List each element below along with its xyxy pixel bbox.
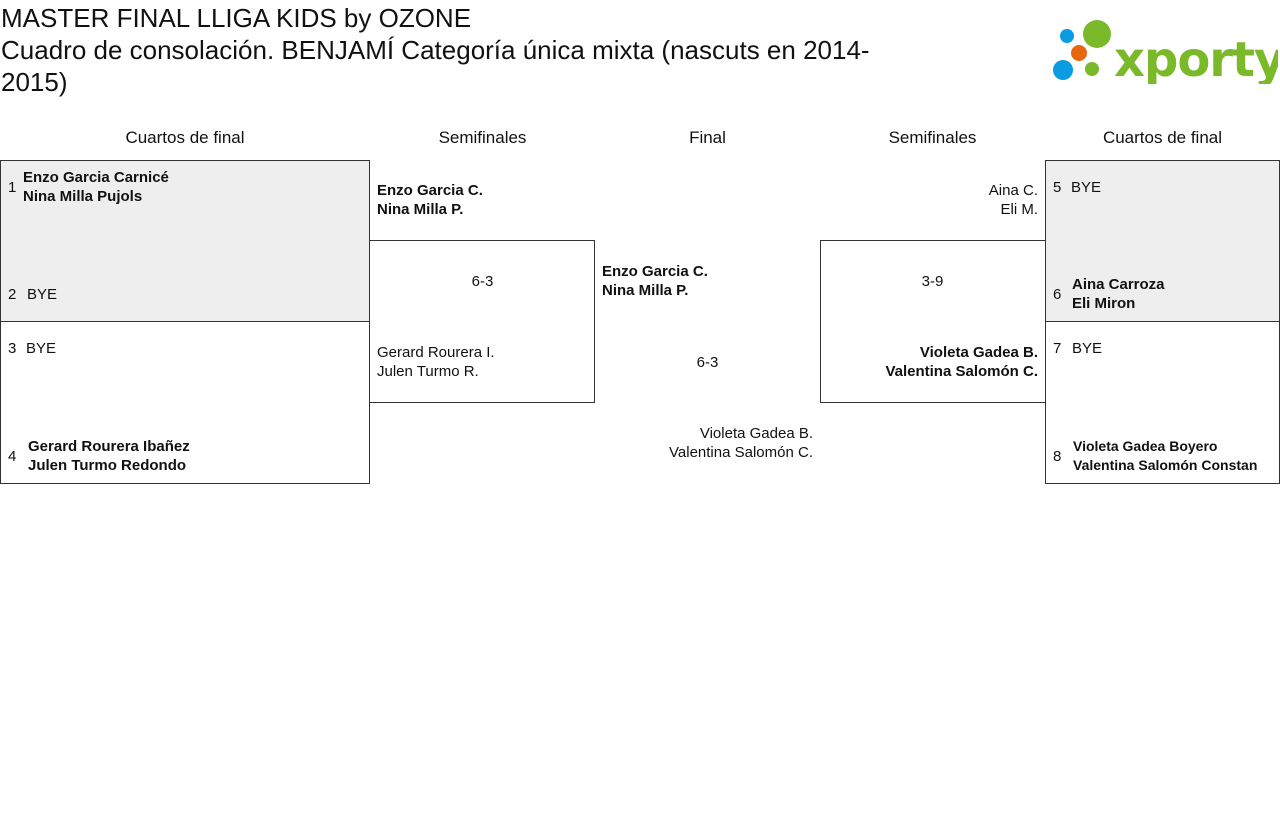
title-line2: Cuadro de consolación. BENJAMÍ Categoría…	[1, 35, 870, 97]
seed-number: 3	[8, 340, 17, 357]
header-final: Final	[689, 128, 726, 147]
team-name: BYE	[1072, 340, 1103, 357]
header-right-quarterfinals: Cuartos de final	[1102, 128, 1223, 147]
seed-number: 4	[8, 448, 17, 465]
left-sf-match	[369, 240, 595, 403]
seed-number: 8	[1053, 448, 1062, 465]
final-score: 6-3	[696, 354, 719, 371]
team-name: Violeta Gadea B.Valentina Salomón C.	[885, 344, 1038, 380]
left-qf-match-1	[0, 160, 370, 322]
header-left-semifinals: Semifinales	[438, 128, 527, 147]
header-right-semifinals: Semifinales	[888, 128, 977, 147]
seed-number: 2	[8, 286, 17, 303]
header-left-quarterfinals: Cuartos de final	[125, 128, 245, 147]
team-name: BYE	[27, 286, 58, 303]
xporty-logo: xporty	[1053, 20, 1278, 84]
right-qf-match-1	[1045, 160, 1280, 322]
match-score: 3-9	[921, 273, 944, 290]
team-name: Aina C.Eli M.	[988, 182, 1038, 218]
team-name: Gerard Rourera I.Julen Turmo R.	[377, 344, 495, 380]
svg-text:xporty: xporty	[1114, 32, 1278, 84]
team-name: BYE	[26, 340, 57, 357]
team-name: Enzo Garcia C.Nina Milla P.	[602, 263, 708, 299]
team-name: Enzo Garcia C.Nina Milla P.	[377, 182, 483, 218]
team-name: BYE	[1071, 179, 1102, 196]
seed-number: 5	[1053, 179, 1062, 196]
title-line1: MASTER FINAL LLIGA KIDS by OZONE	[1, 3, 472, 33]
seed-number: 7	[1053, 340, 1062, 357]
page-title: MASTER FINAL LLIGA KIDS by OZONE Cuadro …	[1, 2, 901, 98]
team-name: Violeta Gadea B.Valentina Salomón C.	[669, 425, 813, 461]
match-score: 6-3	[471, 273, 494, 290]
seed-number: 1	[8, 179, 17, 196]
seed-number: 6	[1053, 286, 1062, 303]
